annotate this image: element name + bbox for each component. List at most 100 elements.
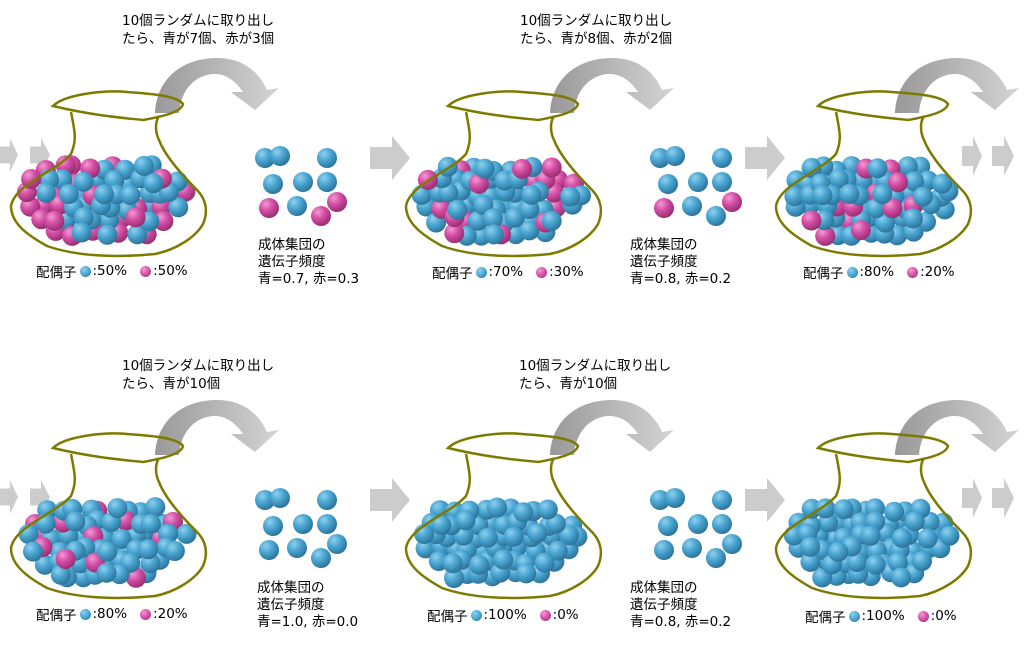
red-gamete-ball [888,172,908,193]
jar-body [9,453,208,600]
red-gamete-ball [55,549,76,569]
blue-sample-ball [327,534,347,554]
blue-ball-icon [848,610,860,622]
blue-gamete-ball [58,184,79,204]
blue-gamete-ball [65,511,86,532]
red-sample-ball [259,198,279,218]
blue-sample-ball [682,538,702,558]
blue-gamete-ball [23,541,43,562]
blue-gamete-ball [50,564,71,585]
caption-line: たら、青が10個 [519,376,618,392]
blue-gamete-ball [516,563,537,584]
sample-caption-r2-s1: 10個ランダムに取り出し たら、青が10個 [122,357,274,393]
jar-outline [9,432,208,600]
blue-gamete-ball [487,497,507,518]
legend-blue-pct: :70% [488,264,524,280]
freq-line: 青=0.7, 赤=0.3 [258,271,360,287]
blue-sample-ball [706,548,726,568]
blue-sample-ball [263,516,283,536]
caption-line: たら、青が8個、赤が2個 [520,31,673,47]
blue-gamete-ball [547,540,568,561]
blue-sample-ball [293,514,313,534]
jar-rim [445,432,580,464]
blue-sample-ball [654,540,674,560]
blue-gamete-ball [73,207,94,228]
blue-gamete-ball [176,523,197,544]
blue-gamete-ball [474,158,495,179]
gamete-balls [16,155,196,246]
gamete-legend-r2-s1: 配偶子 :80% :20% [36,604,188,624]
jar-rim [815,90,950,122]
legend-blue-pct: :100% [861,608,905,624]
jar-rim [815,432,950,464]
blue-sample-ball [682,196,702,216]
jar-outline [404,90,603,258]
jar-body [774,111,973,258]
blue-sample-ball [712,490,732,510]
blue-gamete-ball [469,554,490,575]
blue-gamete-ball [812,185,833,206]
freq-line: 遺伝子頻度 [258,254,326,270]
red-sample-ball [327,192,347,212]
jar-rim [445,90,580,122]
right-arrow-icon [745,136,785,180]
red-ball-icon [907,266,919,278]
caption-line: たら、青が10個 [122,376,221,392]
blue-gamete-ball [482,208,503,229]
right-arrow-icon [962,136,982,176]
blue-gamete-ball [71,222,92,243]
blue-ball-icon [846,266,858,278]
gamete-balls [18,497,197,588]
red-sample-ball [722,192,742,212]
blue-gamete-ball [828,168,849,189]
blue-gamete-ball [127,224,148,245]
freq-line: 遺伝子頻度 [630,597,698,613]
caption-line: たら、青が7個、赤が3個 [122,31,275,47]
red-gamete-ball [21,169,42,189]
sample-balls [650,488,742,568]
adult-gene-frequency-r2-s2: 成体集団の 遺伝子頻度 青=0.8, 赤=0.2 [630,580,731,631]
jar-rim [50,432,185,464]
blue-gamete-ball [932,173,953,194]
blue-gamete-ball [164,541,185,561]
red-ball-icon [140,608,152,620]
caption-line: 10個ランダムに取り出し [122,13,275,29]
gamete-legend-r1-s2: 配偶子 :70% :30% [432,262,584,282]
blue-gamete-ball [138,539,159,560]
right-arrow-icon [0,480,18,514]
red-gamete-ball [125,207,146,228]
blue-gamete-ball [912,551,932,571]
red-gamete-ball [815,225,836,246]
blue-sample-ball [712,172,732,192]
legend-red-pct: :0% [930,608,957,624]
blue-sample-ball [293,172,313,192]
red-gamete-ball [444,223,465,244]
blue-gamete-ball [541,210,562,231]
legend-blue-pct: :80% [859,264,895,280]
blue-gamete-ball [111,529,132,549]
blue-gamete-ball [904,511,925,532]
legend-blue-pct: :80% [92,606,128,622]
right-arrow-icon [962,478,982,518]
red-sample-ball [311,206,331,226]
blue-sample-ball [255,148,275,168]
blue-gamete-ball [534,552,555,573]
blue-gamete-ball [902,208,923,229]
legend-label: 配偶子 [432,266,473,282]
blue-sample-ball [263,174,283,194]
blue-sample-ball [688,514,708,534]
jar-rim [50,90,185,122]
blue-gamete-ball [120,185,141,205]
blue-gamete-ball [493,549,514,570]
blue-sample-ball [317,172,337,192]
red-gamete-ball [469,173,489,194]
blue-sample-ball [712,514,732,534]
legend-red-pct: :0% [552,607,579,623]
freq-line: 成体集団の [630,237,698,253]
curved-arrow-icon [895,400,1019,455]
red-gamete-ball [882,198,903,219]
curved-arrow-shape [155,400,279,455]
sample-caption-r1-s2: 10個ランダムに取り出し たら、青が8個、赤が2個 [520,12,672,48]
blue-sample-ball [688,172,708,192]
